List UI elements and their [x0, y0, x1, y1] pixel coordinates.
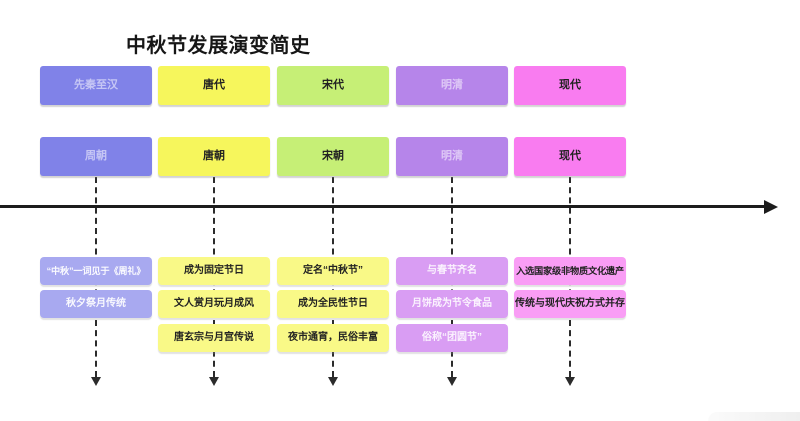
- dynasty-box-ming-qing: 明清: [396, 137, 508, 176]
- era-box-modern: 现代: [514, 66, 626, 105]
- era-box-tang: 唐代: [158, 66, 270, 105]
- dynasty-box-modern: 现代: [514, 137, 626, 176]
- arrow-down-icon: [328, 377, 338, 386]
- event-box: 入选国家级非物质文化遗产: [514, 257, 626, 285]
- timeline-axis: [0, 205, 766, 208]
- event-box: 传统与现代庆祝方式并存: [514, 290, 626, 318]
- event-box: 唐玄宗与月宫传说: [158, 324, 270, 352]
- dynasty-box-tang: 唐朝: [158, 137, 270, 176]
- event-box: 俗称“团圆节”: [396, 324, 508, 352]
- dynasty-box-zhou: 周朝: [40, 137, 152, 176]
- corner-artifact: [708, 412, 800, 421]
- era-box-pre-qin-han: 先秦至汉: [40, 66, 152, 105]
- era-box-ming-qing: 明清: [396, 66, 508, 105]
- arrow-down-icon: [91, 377, 101, 386]
- event-box: 月饼成为节令食品: [396, 290, 508, 318]
- arrow-right-icon: [764, 200, 778, 214]
- event-box: 秋夕祭月传统: [40, 290, 152, 318]
- event-box: 定名“中秋节”: [277, 257, 389, 285]
- dynasty-box-song: 宋朝: [277, 137, 389, 176]
- event-box: 文人赏月玩月成风: [158, 290, 270, 318]
- arrow-down-icon: [209, 377, 219, 386]
- page-title: 中秋节发展演变简史: [126, 35, 311, 57]
- event-box: 成为固定节日: [158, 257, 270, 285]
- event-box: 夜市通宵，民俗丰富: [277, 324, 389, 352]
- arrow-down-icon: [565, 377, 575, 386]
- event-box: “中秋”一词见于《周礼》: [40, 257, 152, 285]
- arrow-down-icon: [447, 377, 457, 386]
- event-box: 成为全民性节日: [277, 290, 389, 318]
- era-box-song: 宋代: [277, 66, 389, 105]
- event-box: 与春节齐名: [396, 257, 508, 285]
